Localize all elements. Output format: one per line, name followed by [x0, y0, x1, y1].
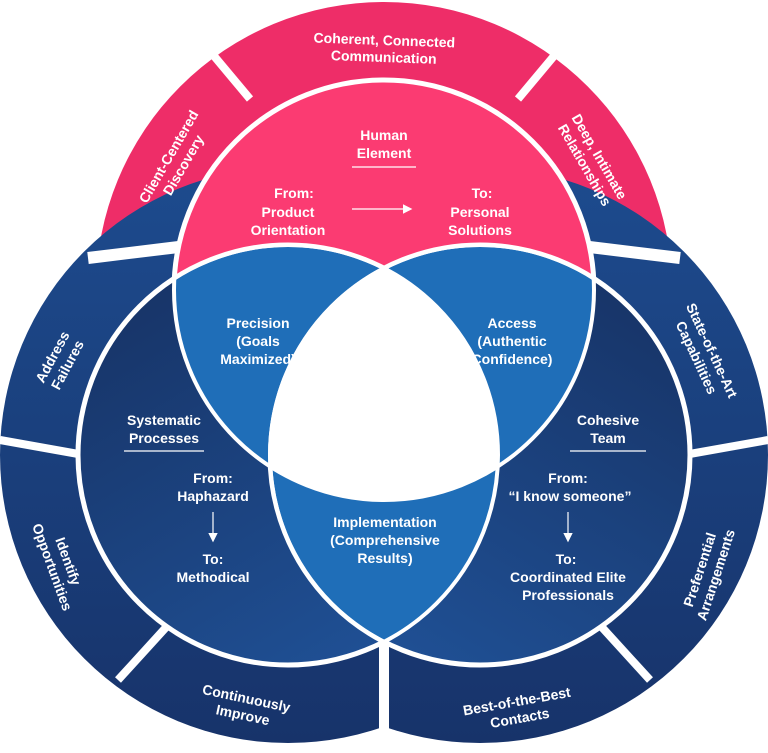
top-title-line2: Element — [357, 145, 412, 161]
top-to-value2: Solutions — [448, 222, 512, 238]
circle-right-content: Cohesive Team From: “I know someone” To:… — [509, 412, 646, 603]
left-from-label: From: — [193, 470, 233, 486]
ring-separator — [683, 436, 768, 459]
overlap-top-right-label: Access (Authentic Confidence) — [472, 315, 553, 367]
left-from-value: Haphazard — [177, 488, 249, 504]
svg-text:(Authentic: (Authentic — [477, 333, 546, 349]
top-from-value1: Product — [262, 204, 315, 220]
left-title-line1: Systematic — [127, 412, 201, 428]
svg-text:Results): Results) — [357, 550, 412, 566]
top-title-line1: Human — [360, 127, 407, 143]
overlap-bottom-label: Implementation (Comprehensive Results) — [330, 514, 440, 566]
svg-text:Communication: Communication — [331, 47, 437, 67]
circle-left-outline — [76, 243, 500, 667]
svg-text:Coherent, Connected: Coherent, Connected — [313, 30, 455, 51]
left-to-value: Methodical — [176, 569, 249, 585]
svg-text:Confidence): Confidence) — [472, 351, 553, 367]
ring-separator — [200, 41, 254, 102]
circle-right-outline — [268, 243, 692, 667]
top-from-value2: Orientation — [251, 222, 326, 238]
top-to-label: To: — [472, 185, 493, 201]
circle-left-content: Systematic Processes From: Haphazard To:… — [124, 412, 250, 585]
top-to-value1: Personal — [450, 204, 509, 220]
left-title-line2: Processes — [129, 430, 199, 446]
svg-text:Access: Access — [487, 315, 536, 331]
ring-separator — [514, 41, 568, 102]
center-overlap — [268, 245, 498, 500]
top-from-label: From: — [274, 185, 314, 201]
right-to-value1: Coordinated Elite — [510, 569, 626, 585]
svg-text:Implementation: Implementation — [333, 514, 436, 530]
svg-text:Precision: Precision — [226, 315, 289, 331]
overlap-top-left-label: Precision (Goals Maximized) — [220, 315, 295, 367]
right-to-value2: Professionals — [522, 587, 614, 603]
right-title-line2: Team — [590, 430, 626, 446]
svg-text:Maximized): Maximized) — [220, 351, 295, 367]
circle-top-content: Human Element From: Product Orientation … — [251, 127, 512, 238]
ring-label-top-center: Coherent, Connected Communication — [313, 30, 455, 67]
ring-separator — [0, 436, 85, 459]
circle-top-outline — [172, 78, 596, 502]
svg-text:(Goals: (Goals — [236, 333, 280, 349]
right-to-label: To: — [556, 551, 577, 567]
left-to-label: To: — [203, 551, 224, 567]
right-from-label: From: — [548, 470, 588, 486]
svg-text:(Comprehensive: (Comprehensive — [330, 532, 440, 548]
right-title-line1: Cohesive — [577, 412, 639, 428]
right-from-value: “I know someone” — [509, 488, 632, 504]
